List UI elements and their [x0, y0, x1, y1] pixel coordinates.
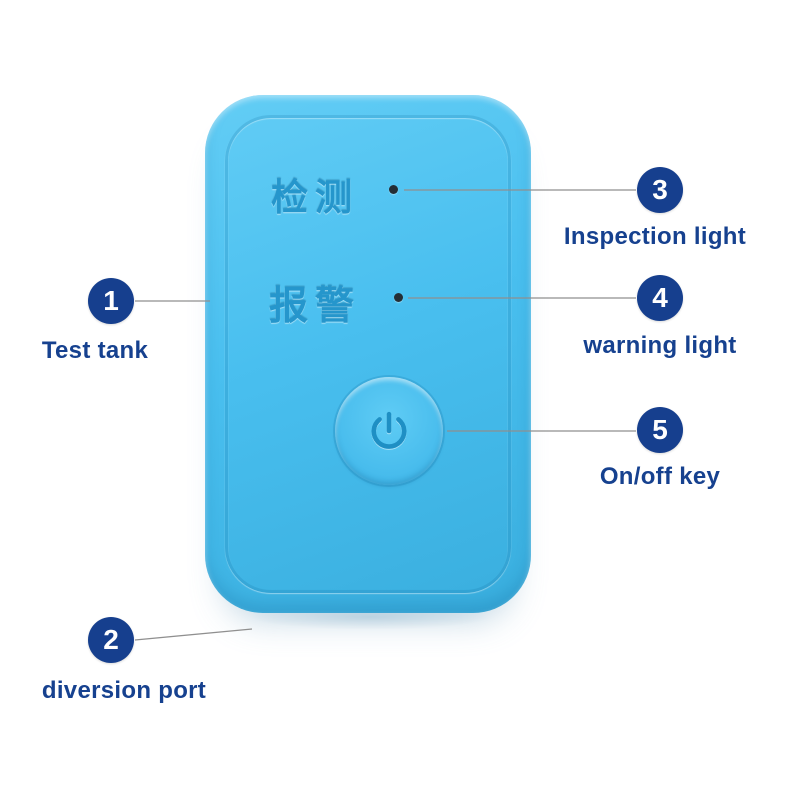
device-body: 检测 报警: [205, 95, 531, 613]
callout-label-diversion-port: diversion port: [41, 677, 207, 704]
power-button: [335, 377, 443, 485]
callout-badge-4: 4: [637, 275, 683, 321]
callout-badge-5: 5: [637, 407, 683, 453]
warning-light-dot: [394, 293, 403, 302]
alarm-label-cn: 报警: [269, 284, 362, 329]
inspection-label-cn: 检测: [271, 176, 359, 219]
device-inner-outline: [225, 115, 511, 593]
callout-badge-2: 2: [88, 617, 134, 663]
callout-label-test-tank: Test tank: [41, 337, 149, 364]
leader-line: [134, 628, 253, 641]
callout-badge-3: 3: [637, 167, 683, 213]
callout-label-on-off-key: On/off key: [599, 463, 721, 490]
power-icon: [371, 411, 407, 449]
inspection-light-dot: [389, 185, 398, 194]
callout-label-warning-light: warning light: [583, 332, 737, 359]
callout-badge-1: 1: [88, 278, 134, 324]
callout-label-inspection-light: Inspection light: [563, 223, 747, 250]
